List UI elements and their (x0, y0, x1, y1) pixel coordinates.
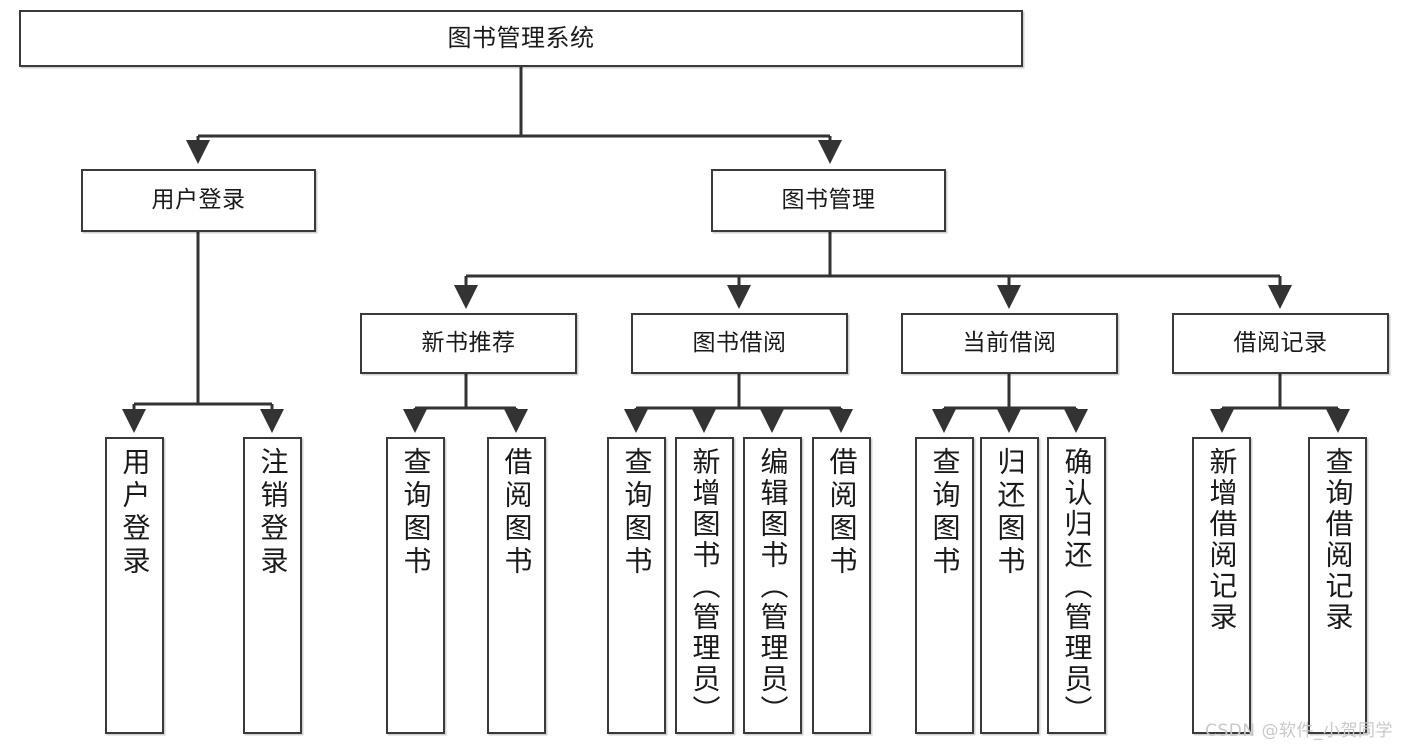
node-label: 借阅图书 (825, 447, 859, 579)
leaf-query-book-current[interactable]: 查询图书 (915, 437, 974, 734)
node-label: 查询图书 (620, 447, 654, 579)
node-label: 当前借阅 (962, 329, 1057, 356)
node-label: 借阅图书 (500, 447, 534, 579)
node-label: 查询借阅记录 (1321, 447, 1355, 633)
node-label: 图书管理系统 (447, 24, 595, 53)
node-label: 新书推荐 (421, 329, 516, 356)
node-label: 编辑图书（管理员） (756, 447, 790, 726)
node-label: 注销登录 (256, 447, 290, 579)
leaf-query-book-borrow[interactable]: 查询图书 (607, 437, 666, 734)
leaf-query-book-recommend[interactable]: 查询图书 (386, 437, 445, 734)
leaf-edit-book-admin[interactable]: 编辑图书（管理员） (743, 437, 802, 734)
node-label: 图书借阅 (692, 329, 787, 356)
node-label: 用户登录 (118, 447, 152, 579)
leaf-add-book-admin[interactable]: 新增图书（管理员） (675, 437, 734, 734)
leaf-borrow-book-recommend[interactable]: 借阅图书 (487, 437, 546, 734)
node-book-management[interactable]: 图书管理 (711, 169, 946, 232)
node-label: 图书管理 (781, 186, 876, 213)
leaf-user-login[interactable]: 用户登录 (105, 437, 164, 734)
node-label: 借阅记录 (1233, 329, 1328, 356)
node-label: 归还图书 (993, 447, 1027, 579)
leaf-add-borrow-record[interactable]: 新增借阅记录 (1192, 437, 1251, 734)
leaf-logout[interactable]: 注销登录 (243, 437, 302, 734)
node-user-login[interactable]: 用户登录 (81, 169, 316, 232)
node-label: 确认归还（管理员） (1060, 447, 1094, 726)
node-label: 查询图书 (928, 447, 962, 579)
node-label: 查询图书 (399, 447, 433, 579)
node-label: 用户登录 (151, 186, 246, 213)
node-current-borrow[interactable]: 当前借阅 (901, 313, 1118, 374)
node-borrow-record[interactable]: 借阅记录 (1172, 313, 1389, 374)
node-label: 新增图书（管理员） (688, 447, 722, 726)
leaf-borrow-book[interactable]: 借阅图书 (812, 437, 871, 734)
node-book-borrow[interactable]: 图书借阅 (631, 313, 848, 374)
csdn-watermark: CSDN @软件_小贺同学 (1205, 721, 1393, 741)
leaf-return-book[interactable]: 归还图书 (980, 437, 1039, 734)
node-label: 新增借阅记录 (1205, 447, 1239, 633)
node-new-book-recommend[interactable]: 新书推荐 (360, 313, 577, 374)
leaf-confirm-return-admin[interactable]: 确认归还（管理员） (1047, 437, 1106, 734)
leaf-query-borrow-record[interactable]: 查询借阅记录 (1308, 437, 1367, 734)
node-root-system[interactable]: 图书管理系统 (19, 10, 1023, 67)
